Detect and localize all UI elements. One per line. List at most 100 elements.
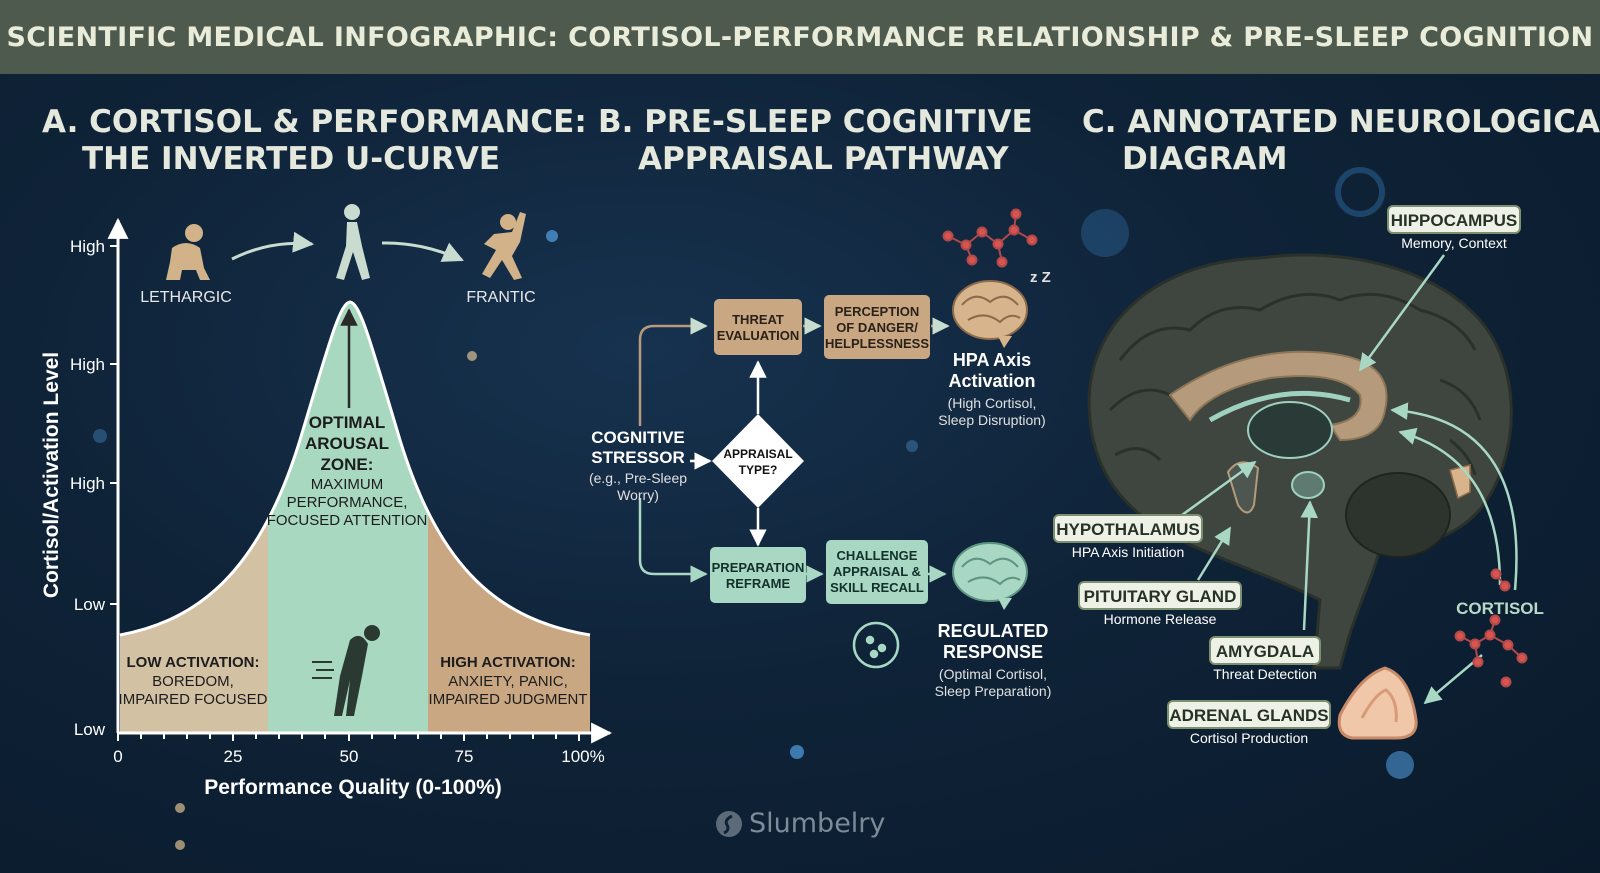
amygdala-region — [1291, 471, 1325, 499]
lethargic-label: LETHARGIC — [140, 289, 232, 306]
hpa-title: Activation — [948, 371, 1035, 391]
brain-callouts: HIPPOCAMPUS Memory, Context HYPOTHALAMUS… — [1053, 205, 1521, 746]
danger-perception-box — [824, 295, 930, 359]
y-tick-labels: High High High Low Low — [70, 237, 106, 739]
adrenal-desc: Cortisol Production — [1190, 730, 1308, 746]
pituitary-desc: Hormone Release — [1104, 611, 1217, 627]
regulated-subtitle: (Optimal Cortisol, — [939, 666, 1047, 682]
regulated-response-text: REGULATED RESPONSE (Optimal Cortisol, Sl… — [935, 621, 1052, 699]
hypothalamus-name: HYPOTHALAMUS — [1056, 520, 1200, 539]
amygdala-desc: Threat Detection — [1213, 666, 1317, 682]
corpus-callosum — [1168, 350, 1388, 442]
pituitary-name: PITUITARY GLAND — [1084, 587, 1237, 606]
decision-label: APPRAISAL — [723, 447, 792, 461]
y-tick-label: Low — [74, 595, 106, 614]
hpa-title: HPA Axis — [953, 350, 1031, 370]
stressor-title: COGNITIVE — [591, 428, 685, 447]
appraisal-flowchart: COGNITIVE STRESSOR (e.g., Pre-Sleep Worr… — [589, 208, 1052, 699]
tired-person-icon — [312, 625, 380, 716]
cerebellum — [1345, 472, 1451, 558]
watermark-text: Slumbelry — [749, 808, 886, 839]
high-zone-desc: ANXIETY, PANIC, — [448, 673, 567, 690]
panel-c-title-line2: DIAGRAM — [1122, 141, 1288, 177]
x-tick-labels: 0 25 50 75 100% — [113, 747, 604, 766]
panel-c-title: C. ANNOTATED NEUROLOGICAL DIAGRAM — [1082, 104, 1600, 178]
regulated-title: REGULATED — [938, 621, 1049, 641]
panel-b-title-line2: APPRAISAL PATHWAY — [638, 141, 1009, 177]
challenge-connectors — [638, 498, 947, 583]
panel-b-title-line1: B. PRE-SLEEP COGNITIVE — [598, 104, 1033, 140]
threat-evaluation-box — [714, 299, 802, 355]
adrenal-gland-icon — [1337, 666, 1418, 740]
frantic-person-icon — [482, 212, 526, 280]
y-tick-label: Low — [74, 720, 106, 739]
amygdala-callout: AMYGDALA Threat Detection — [1209, 636, 1321, 682]
optimal-title: OPTIMAL — [309, 413, 386, 432]
preparation-label: REFRAME — [726, 576, 791, 591]
appraisal-decision-diamond — [712, 414, 804, 508]
x-axis-label: Performance Quality (0-100%) — [204, 776, 502, 799]
panel-a-title-line2: THE INVERTED U-CURVE — [82, 141, 501, 177]
hpa-activation-text: HPA Axis Activation (High Cortisol, Slee… — [938, 350, 1045, 428]
zone-labels: OPTIMAL AROUSAL ZONE: MAXIMUM PERFORMANC… — [119, 413, 588, 708]
hypothalamus-desc: HPA Axis Initiation — [1072, 544, 1185, 560]
progression-arrow — [231, 231, 315, 261]
preparation-label: PREPARATION — [712, 560, 805, 575]
decision-connectors — [690, 360, 767, 547]
watermark: Slumbelry — [715, 808, 885, 839]
preparation-reframe-box — [710, 547, 806, 603]
panel-a-title: A. CORTISOL & PERFORMANCE: THE INVERTED … — [42, 104, 587, 178]
title-bar: SCIENTIFIC MEDICAL INFOGRAPHIC: CORTISOL… — [0, 0, 1600, 74]
panel-b-title: B. PRE-SLEEP COGNITIVE APPRAISAL PATHWAY — [598, 104, 1033, 178]
cortisol-molecule-icon — [942, 208, 1038, 268]
challenge-label: SKILL RECALL — [830, 580, 924, 595]
frantic-label: FRANTIC — [466, 289, 535, 306]
panel-a-title-line1: A. CORTISOL & PERFORMANCE: — [42, 104, 587, 140]
brain-gyri — [1108, 292, 1482, 476]
y-tick-marks — [110, 245, 118, 605]
danger-perception-label: HELPLESSNESS — [825, 336, 929, 351]
thalamus — [1247, 401, 1333, 459]
y-tick-label: High — [70, 474, 105, 493]
high-zone-desc: IMPAIRED JUDGMENT — [429, 691, 588, 708]
threat-evaluation-label: EVALUATION — [717, 328, 800, 343]
regulated-title: RESPONSE — [943, 642, 1043, 662]
x-tick-marks — [117, 733, 580, 741]
adrenal-name: ADRENAL GLANDS — [1169, 706, 1328, 725]
optimal-desc: PERFORMANCE, — [287, 494, 408, 511]
sleep-z-icon: z Z — [1030, 269, 1051, 286]
danger-perception-label: PERCEPTION — [835, 304, 920, 319]
y-tick-label: High — [70, 237, 105, 256]
page-title: SCIENTIFIC MEDICAL INFOGRAPHIC: CORTISOL… — [6, 21, 1594, 53]
optimal-title: AROUSAL — [305, 434, 389, 453]
brand-logo-icon — [716, 810, 742, 837]
background-glows — [93, 167, 1414, 850]
inverted-u-chart: High High High Low Low 0 25 50 75 100% — [40, 204, 613, 799]
x-tick-label: 75 — [455, 747, 474, 766]
hpa-subtitle: Sleep Disruption) — [938, 412, 1045, 428]
optimal-desc: FOCUSED ATTENTION — [267, 512, 428, 529]
calm-brain-icon — [952, 542, 1028, 610]
x-tick-label: 100% — [561, 747, 604, 766]
stressed-brain-icon — [952, 280, 1028, 348]
callout-arrows — [1181, 254, 1518, 705]
adrenal-callout: ADRENAL GLANDS Cortisol Production — [1167, 700, 1331, 746]
stressor-subtitle: Worry) — [617, 487, 659, 503]
y-tick-label: High — [70, 355, 105, 374]
decision-label: TYPE? — [739, 463, 778, 477]
cortisol-label: CORTISOL — [1456, 599, 1544, 618]
danger-perception-label: OF DANGER/ — [836, 320, 918, 335]
hippocampus-pathway — [1208, 390, 1351, 423]
low-zone-desc: IMPAIRED FOCUSED — [119, 691, 268, 708]
threat-connectors — [638, 317, 950, 426]
low-zone-desc: BOREDOM, — [152, 673, 234, 690]
walking-person-icon — [336, 204, 370, 280]
optimal-desc: MAXIMUM — [311, 476, 384, 493]
amygdala-name: AMYGDALA — [1216, 642, 1314, 661]
cortisol-molecule-icon — [1454, 568, 1528, 688]
stressor-title: STRESSOR — [591, 448, 685, 467]
y-axis-label: Cortisol/Activation Level — [40, 352, 63, 598]
u-curve-line — [119, 300, 591, 637]
refresh-cycle-icon — [852, 621, 900, 669]
